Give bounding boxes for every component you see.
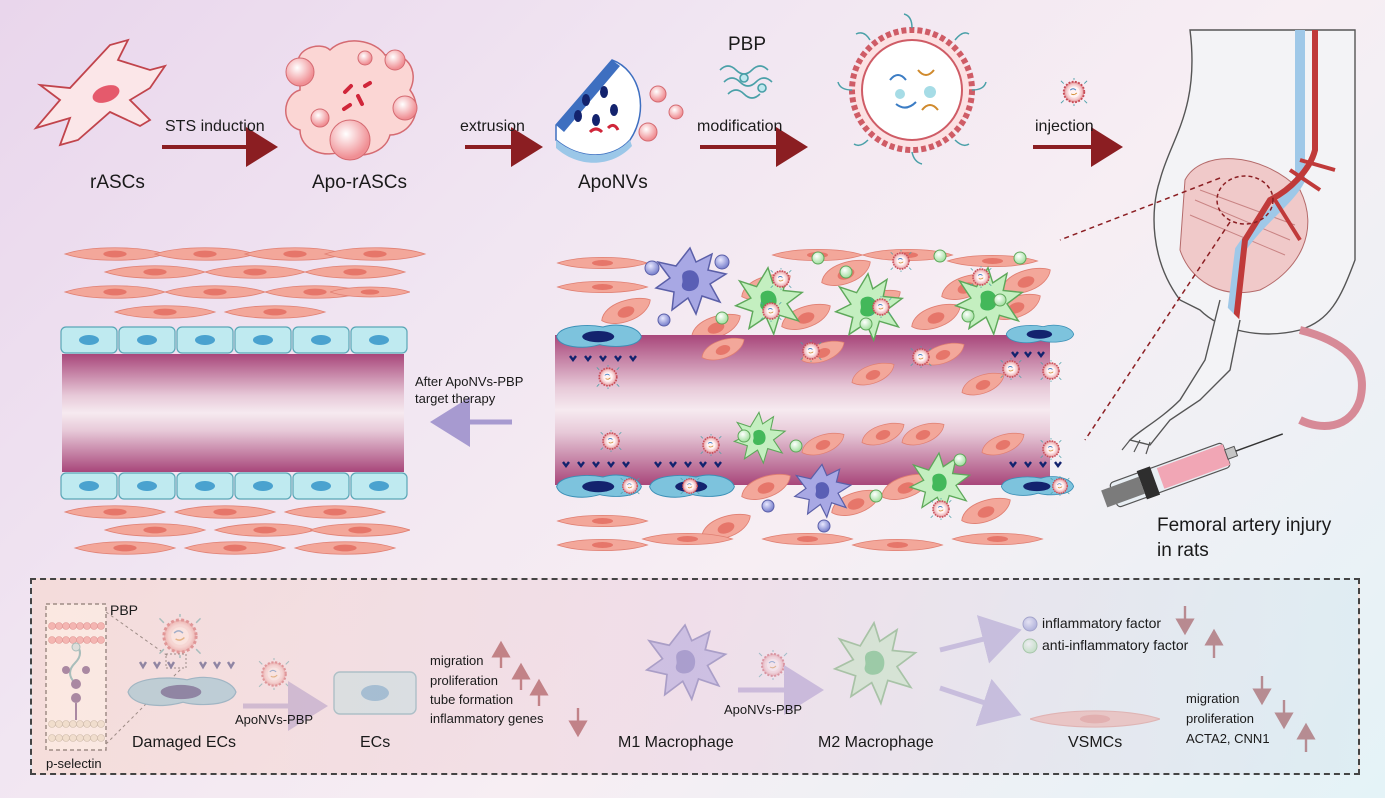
- pbp-peptide-icon: [719, 65, 773, 99]
- ec-effect-inflammatory-genes: inflammatory genes: [430, 711, 544, 726]
- apo-rascs-label: Apo-rASCs: [312, 172, 408, 193]
- ec-effect-tube-formation: tube formation: [430, 692, 514, 707]
- aponvs-extruder-icon: [555, 59, 684, 163]
- step-sts-induction-label: STS induction: [165, 118, 265, 135]
- rat-caption-line2: in rats: [1157, 540, 1209, 561]
- mechanism-panel: [30, 578, 1360, 775]
- outer-smc-layer-top: [64, 247, 426, 319]
- vsmc-effect-acta2-cnn1: ACTA2, CNN1: [1186, 731, 1270, 746]
- rascs-label: rASCs: [90, 172, 145, 193]
- ecs-label: ECs: [360, 734, 391, 751]
- healthy-vessel: [60, 247, 426, 555]
- outer-smc-layer-bottom: [64, 505, 410, 555]
- pbp-label-bottom: PBP: [110, 602, 139, 618]
- rat-leg-illustration: [1121, 29, 1366, 455]
- ec-effect-proliferation: proliferation: [430, 673, 498, 688]
- zoom-line-top: [1059, 177, 1221, 241]
- endothelium-bottom: [60, 472, 408, 500]
- legend-inflammatory-label: inflammatory factor: [1042, 615, 1162, 631]
- vsmc-effect-migration: migration: [1186, 691, 1240, 706]
- aponvs-pbp-large-icon: [837, 13, 987, 165]
- step-modification-label: modification: [697, 118, 783, 135]
- injected-nv-icon: [1060, 78, 1088, 106]
- m1-macrophage-label: M1 Macrophage: [618, 734, 734, 751]
- factor-spheres: [644, 249, 1027, 533]
- m2-macrophage-label: M2 Macrophage: [818, 734, 934, 751]
- aponvs-pbp-label-m: ApoNVs-PBP: [724, 702, 803, 717]
- therapy-label-line1: After ApoNVs-PBP: [415, 374, 524, 389]
- rat-caption-line1: Femoral artery injury: [1157, 515, 1332, 536]
- pbp-label-top: PBP: [728, 34, 767, 55]
- vsmcs-label: VSMCs: [1068, 734, 1123, 751]
- damaged-ecs-label: Damaged ECs: [132, 734, 237, 751]
- pselectin-markers: [562, 351, 1062, 468]
- vsmc-effect-proliferation: proliferation: [1186, 711, 1254, 726]
- therapy-label-line2: target therapy: [415, 391, 496, 406]
- endothelium-top: [60, 326, 408, 354]
- apo-rascs-icon: [285, 40, 418, 161]
- injured-vessel: [555, 247, 1075, 552]
- rascs-cell-icon: [33, 38, 168, 147]
- aponvs-label: ApoNVs: [578, 172, 648, 193]
- aponvs-pbp-label-ec: ApoNVs-PBP: [235, 712, 314, 727]
- syringe-icon: [1101, 433, 1284, 508]
- step-extrusion-label: extrusion: [460, 118, 525, 135]
- step-injection-label: injection: [1035, 118, 1094, 135]
- pselectin-label: p-selectin: [46, 756, 102, 771]
- ec-effect-migration: migration: [430, 653, 484, 668]
- zoom-line-bottom: [1084, 221, 1231, 441]
- legend-anti-inflammatory-label: anti-inflammatory factor: [1042, 637, 1189, 653]
- vessel-lumen-healthy: [62, 354, 404, 472]
